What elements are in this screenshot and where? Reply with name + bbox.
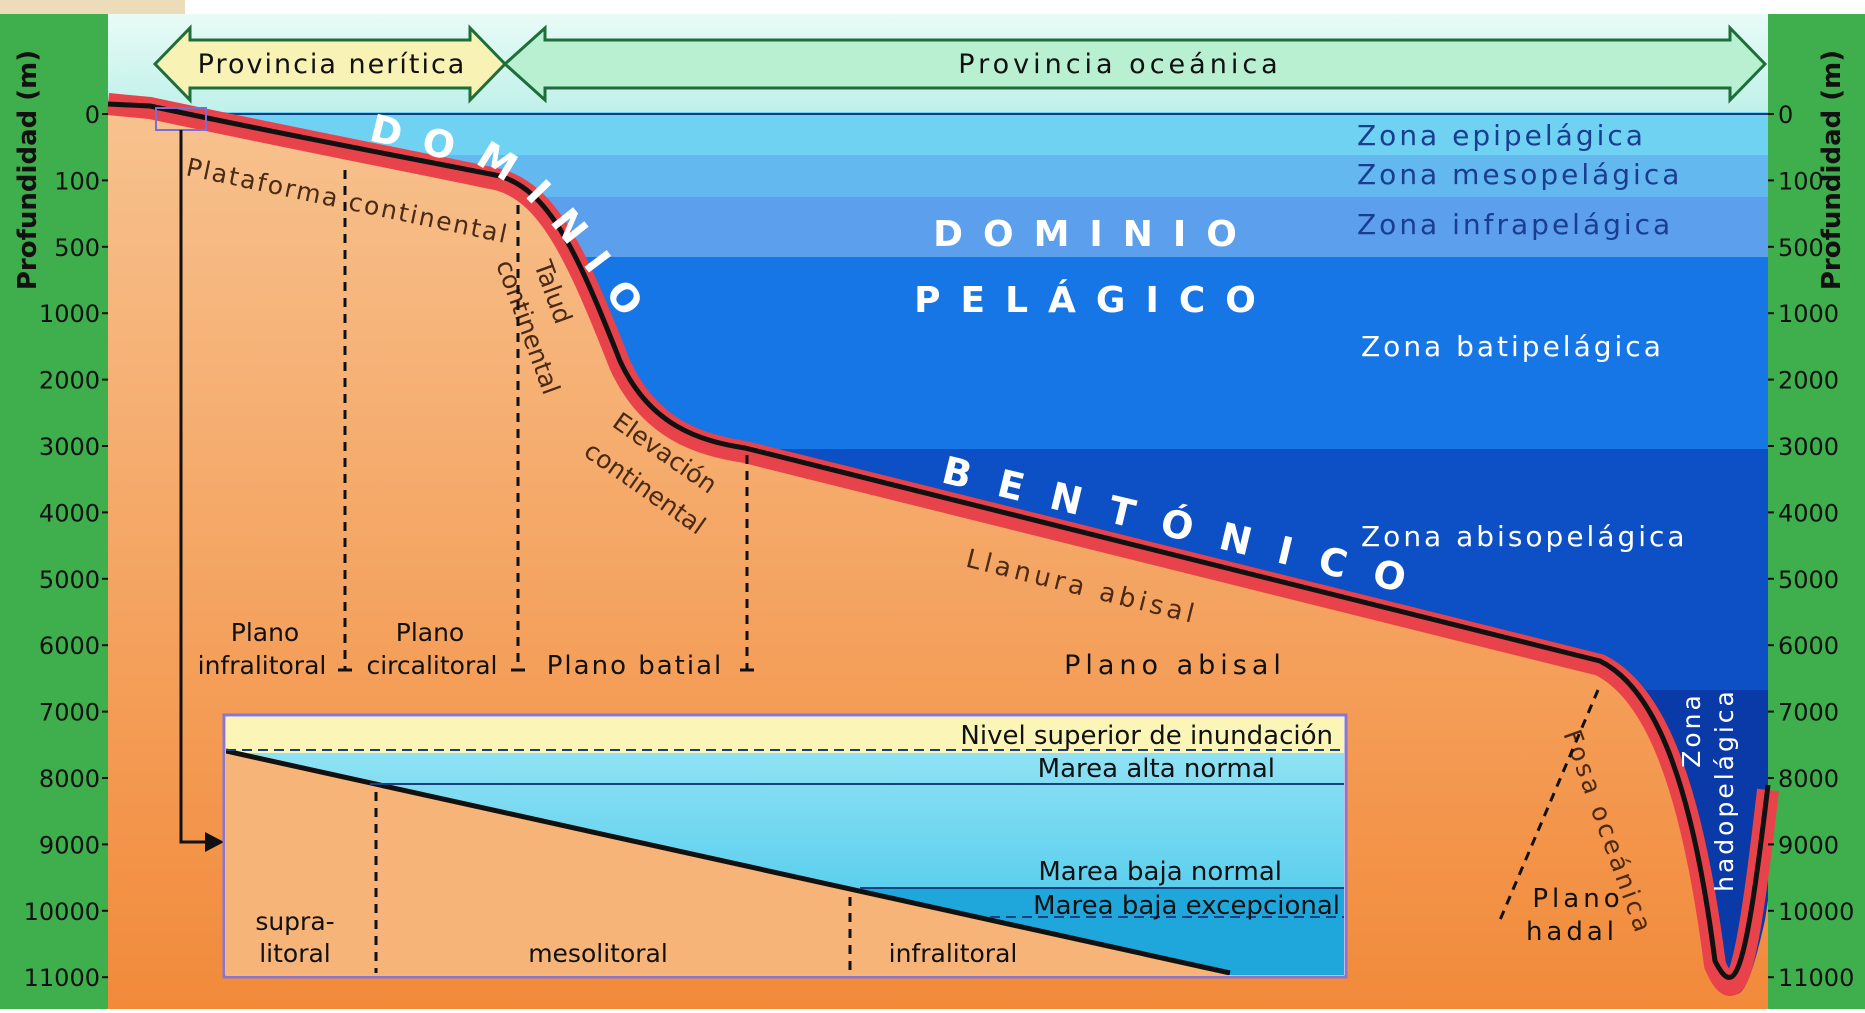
littoral-inset: Nivel superior de inundación Marea alta …	[222, 713, 1348, 979]
depth-tick-left: 5000	[39, 566, 100, 594]
depth-axis-title-left: Profundidad (m)	[13, 50, 43, 290]
inset-mesolitoral: mesolitoral	[528, 939, 668, 968]
plane-hadal-line2: hadal	[1526, 917, 1618, 947]
depth-tick-right: 9000	[1778, 831, 1839, 859]
depth-tick-right: 10000	[1778, 898, 1854, 926]
depth-tick-right: 3000	[1778, 433, 1839, 461]
depth-tick-left: 7000	[39, 699, 100, 727]
left-axis-band	[0, 14, 108, 1009]
depth-tick-left: 11000	[24, 964, 100, 992]
pelagic-domain-word2: PELÁGICO	[914, 279, 1276, 321]
depth-tick-right: 100	[1778, 167, 1824, 195]
plane-infralitoral-line2: infralitoral	[198, 651, 327, 680]
inset-flood-level: Nivel superior de inundación	[960, 721, 1333, 751]
oceanic-province-label: Provincia oceánica	[958, 49, 1281, 80]
zone-epipelagic: Zona epipelágica	[1357, 119, 1646, 152]
inset-supralitoral-line2: litoral	[259, 939, 331, 968]
seabed-line	[106, 93, 1779, 996]
plane-dividers	[343, 170, 1600, 921]
pelagic-zones: Zona epipelágica Zona mesopelágica Zona …	[1357, 119, 1739, 892]
depth-tick-right: 1000	[1778, 300, 1839, 328]
neritic-province-label: Provincia nerítica	[198, 49, 467, 80]
depth-tick-right: 500	[1778, 234, 1824, 262]
depth-tick-left: 0	[85, 101, 100, 129]
left-depth-axis: Profundidad (m) 0 100 500 1000 2000 3000 4000 5…	[13, 50, 108, 992]
inset-low-tide: Marea baja normal	[1038, 857, 1282, 887]
plane-batial-label: Plano batial	[547, 651, 724, 681]
depth-tick-left: 3000	[39, 433, 100, 461]
depth-tick-right: 2000	[1778, 367, 1839, 395]
right-axis-band	[1768, 14, 1865, 1009]
inset-high-tide: Marea alta normal	[1038, 754, 1275, 784]
depth-tick-right: 11000	[1778, 964, 1854, 992]
zone-abisopelagic: Zona abisopelágica	[1361, 520, 1688, 553]
depth-tick-right: 0	[1778, 101, 1793, 129]
inset-low-tide-exceptional: Marea baja excepcional	[1033, 891, 1340, 921]
depth-axis-title-right: Profundidad (m)	[1817, 50, 1847, 290]
inset-infralitoral: infralitoral	[889, 939, 1018, 968]
plane-circalitoral-line2: circalitoral	[366, 651, 497, 680]
corner-decoration	[0, 0, 185, 14]
zone-batipelagic: Zona batipelágica	[1361, 330, 1664, 363]
depth-tick-right: 4000	[1778, 499, 1839, 527]
pelagic-domain-word1: DOMINIO	[933, 214, 1257, 255]
zone-hadopelagic-line1: Zona	[1677, 692, 1706, 768]
zone-mesopelagic: Zona mesopelágica	[1357, 158, 1682, 191]
depth-tick-left: 500	[54, 234, 100, 262]
depth-tick-left: 10000	[24, 898, 100, 926]
depth-tick-right: 5000	[1778, 566, 1839, 594]
depth-tick-left: 2000	[39, 367, 100, 395]
depth-tick-right: 8000	[1778, 765, 1839, 793]
depth-tick-left: 1000	[39, 300, 100, 328]
province-arrows: Provincia nerítica Provincia oceánica	[152, 24, 1768, 104]
depth-tick-right: 6000	[1778, 632, 1839, 660]
depth-tick-left: 6000	[39, 632, 100, 660]
depth-tick-left: 4000	[39, 499, 100, 527]
depth-tick-left: 9000	[39, 831, 100, 859]
inset-supralitoral-line1: supra-	[255, 907, 334, 936]
oceanic-arrow	[502, 24, 1768, 104]
plane-abisal-label: Plano abisal	[1064, 650, 1286, 681]
plane-infralitoral-line1: Plano	[231, 618, 299, 647]
depth-tick-right: 7000	[1778, 699, 1839, 727]
depth-tick-left: 100	[54, 167, 100, 195]
zone-hadopelagic-line2: hadopelágica	[1710, 688, 1739, 892]
zone-infrapelagic: Zona infrapelágica	[1357, 208, 1673, 241]
inset-connector	[179, 130, 224, 852]
plane-hadal-line1: Plano	[1532, 884, 1623, 914]
right-depth-axis: Profundidad (m) 0 100 500 1000 2000 3000 4000 5…	[1768, 50, 1854, 992]
plane-circalitoral-line1: Plano	[396, 618, 464, 647]
depth-tick-left: 8000	[39, 765, 100, 793]
